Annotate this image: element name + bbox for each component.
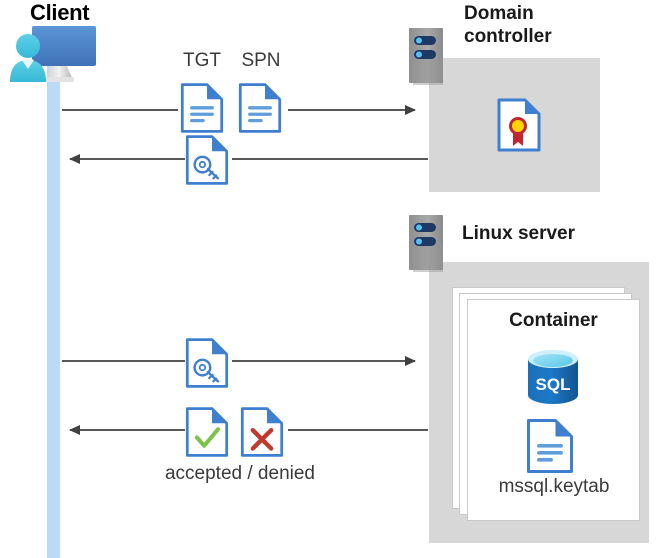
container-card-front bbox=[467, 299, 640, 521]
keytab-filename-label: mssql.keytab bbox=[498, 476, 610, 497]
server-rack-icon bbox=[409, 28, 447, 87]
keytab-document-icon bbox=[526, 418, 574, 479]
linux-server-title: Linux server bbox=[462, 223, 575, 244]
sql-label: SQL bbox=[536, 375, 571, 394]
denied-cross-document-icon bbox=[240, 406, 284, 463]
accepted-denied-label: accepted / denied bbox=[164, 463, 315, 484]
service-ticket-key-document-icon bbox=[185, 134, 229, 191]
page-title-client: Client bbox=[30, 0, 90, 25]
accepted-check-document-icon bbox=[185, 406, 229, 463]
container-title: Container bbox=[509, 310, 598, 331]
tgt-document-icon bbox=[180, 82, 224, 139]
user-computer-icon bbox=[8, 24, 108, 86]
spn-document-icon bbox=[238, 82, 282, 139]
certificate-document-icon bbox=[497, 98, 541, 157]
client-lifeline bbox=[47, 62, 60, 558]
server-rack-icon bbox=[409, 215, 447, 274]
domain-controller-title: Domain controller bbox=[464, 3, 552, 47]
service-ticket-key-document-icon bbox=[185, 337, 229, 394]
spn-label: SPN bbox=[241, 50, 281, 71]
tgt-label: TGT bbox=[183, 50, 221, 71]
sql-database-icon: SQL bbox=[522, 348, 584, 411]
